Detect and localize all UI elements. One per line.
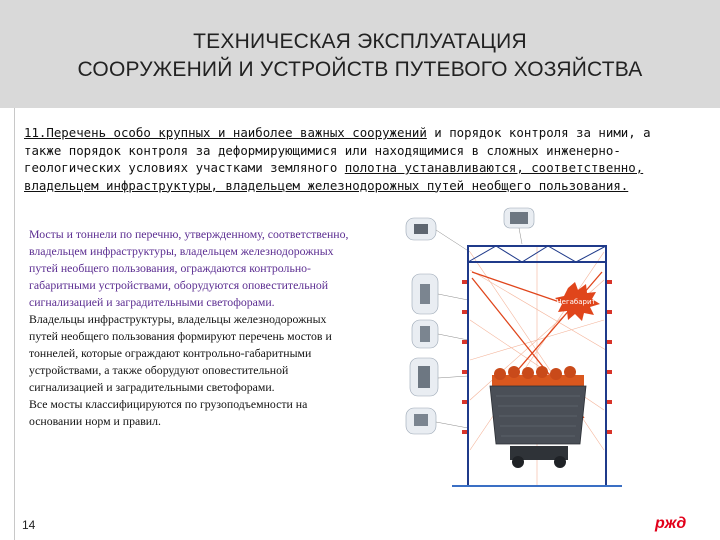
title-line-1: ТЕХНИЧЕСКАЯ ЭКСПЛУАТАЦИЯ: [193, 30, 527, 53]
device-terminal-icon: [405, 407, 437, 435]
cargo-load: [492, 375, 584, 387]
intro-underlined-2: полотна устанавливаются, соответственно,…: [24, 160, 644, 193]
bridges-tunnels-paragraph: Мосты и тоннели по перечню, утвержденном…: [29, 227, 349, 309]
rail-car: [489, 366, 587, 468]
clearance-control-diagram: Негабарит: [405, 207, 622, 487]
classification-paragraph: Все мосты классифицируются по грузоподъе…: [29, 397, 308, 428]
device-sensor-icon-1: [411, 273, 439, 315]
slide-title: ТЕХНИЧЕСКАЯ ЭКСПЛУАТАЦИЯ СООРУЖЕНИЙ И УС…: [0, 28, 720, 84]
title-line-2: СООРУЖЕНИЙ И УСТРОЙСТВ ПУТЕВОГО ХОЗЯЙСТВ…: [77, 58, 643, 81]
intro-paragraph: 11.Перечень особо крупных и наиболее важ…: [24, 124, 664, 194]
body-text: Мосты и тоннели по перечню, утвержденном…: [29, 226, 354, 430]
oversize-label: Негабарит: [556, 298, 595, 306]
intro-underlined-1: 11.Перечень особо крупных и наиболее важ…: [24, 125, 427, 140]
owners-paragraph: Владельцы инфраструктуры, владельцы желе…: [29, 312, 332, 394]
content-panel: [14, 108, 719, 540]
page-number: 14: [22, 518, 36, 532]
portal-frame: [467, 245, 607, 486]
oversize-alert: Негабарит: [555, 282, 600, 321]
slide-header: [0, 0, 720, 108]
connector-lines: [435, 227, 523, 429]
rzd-logo: ржд: [655, 515, 687, 532]
device-camera-icon: [405, 217, 437, 241]
device-sensor-icon-2: [411, 319, 439, 349]
device-controller-icon: [409, 357, 439, 397]
sensor-markers: [462, 280, 612, 434]
intro-plain: и порядок контроля за ними, а также поря…: [24, 125, 651, 175]
device-monitor-icon: [503, 207, 535, 229]
